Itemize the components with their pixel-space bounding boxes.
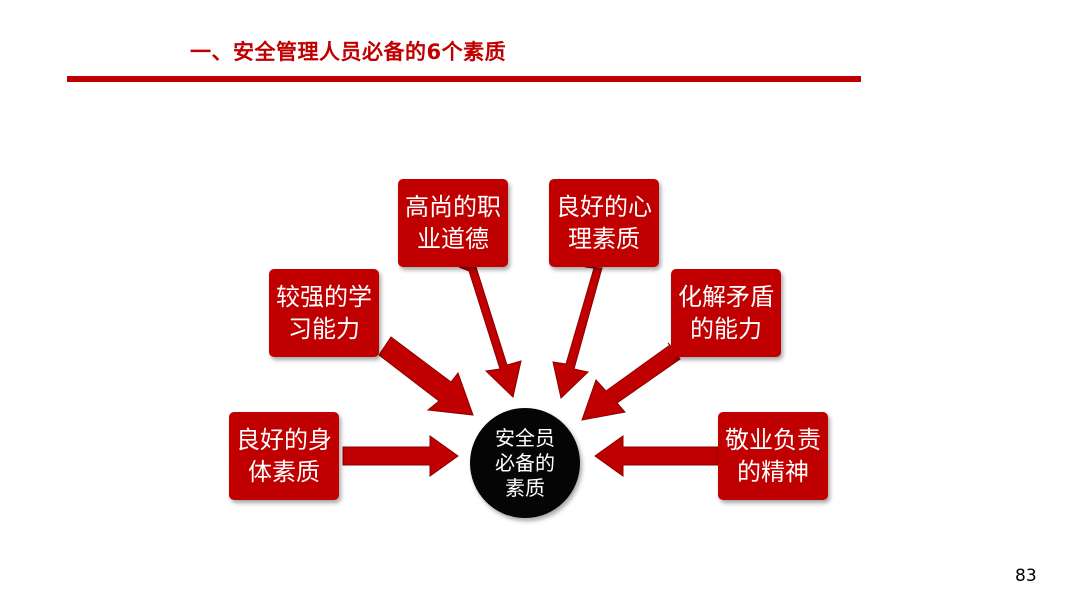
slide-title: 一、安全管理人员必备的6个素质 bbox=[190, 40, 507, 64]
quality-label-line2: 业道德 bbox=[417, 225, 489, 253]
arrow-from-psychological-quality bbox=[552, 266, 603, 399]
center-label-line3: 素质 bbox=[505, 476, 545, 500]
page-number: 83 bbox=[1015, 566, 1037, 586]
arrow-from-dedication bbox=[594, 435, 719, 477]
quality-label-line2: 的能力 bbox=[690, 315, 762, 343]
quality-label-line2: 理素质 bbox=[568, 225, 640, 253]
center-label-line1: 安全员 bbox=[495, 426, 555, 450]
quality-label-line1: 高尚的职 bbox=[405, 193, 501, 221]
quality-label-line2: 习能力 bbox=[288, 315, 360, 343]
quality-box-learning: 较强的学 习能力 bbox=[269, 269, 379, 357]
arrow-from-learning-ability bbox=[378, 336, 474, 416]
quality-box-dedication: 敬业负责 的精神 bbox=[718, 412, 828, 500]
quality-label-line2: 的精神 bbox=[737, 458, 809, 486]
quality-label-line2: 体素质 bbox=[248, 458, 320, 486]
title-underline bbox=[67, 76, 861, 82]
quality-label-line1: 较强的学 bbox=[276, 283, 372, 311]
arrow-from-physical-quality bbox=[342, 435, 459, 477]
quality-box-psychological: 良好的心 理素质 bbox=[549, 179, 659, 267]
quality-box-ethics: 高尚的职 业道德 bbox=[398, 179, 508, 267]
arrow-from-conflict-resolution bbox=[581, 342, 681, 421]
quality-box-physical: 良好的身 体素质 bbox=[229, 412, 339, 500]
quality-label-line1: 敬业负责 bbox=[725, 426, 821, 454]
center-label-line2: 必备的 bbox=[495, 451, 555, 475]
quality-label-line1: 化解矛盾 bbox=[678, 283, 774, 311]
quality-label-line1: 良好的心 bbox=[556, 193, 652, 221]
quality-label-line1: 良好的身 bbox=[236, 426, 332, 454]
center-circle: 安全员 必备的 素质 bbox=[470, 408, 580, 518]
arrow-from-professional-ethics bbox=[458, 266, 522, 398]
quality-box-conflict: 化解矛盾 的能力 bbox=[671, 269, 781, 357]
